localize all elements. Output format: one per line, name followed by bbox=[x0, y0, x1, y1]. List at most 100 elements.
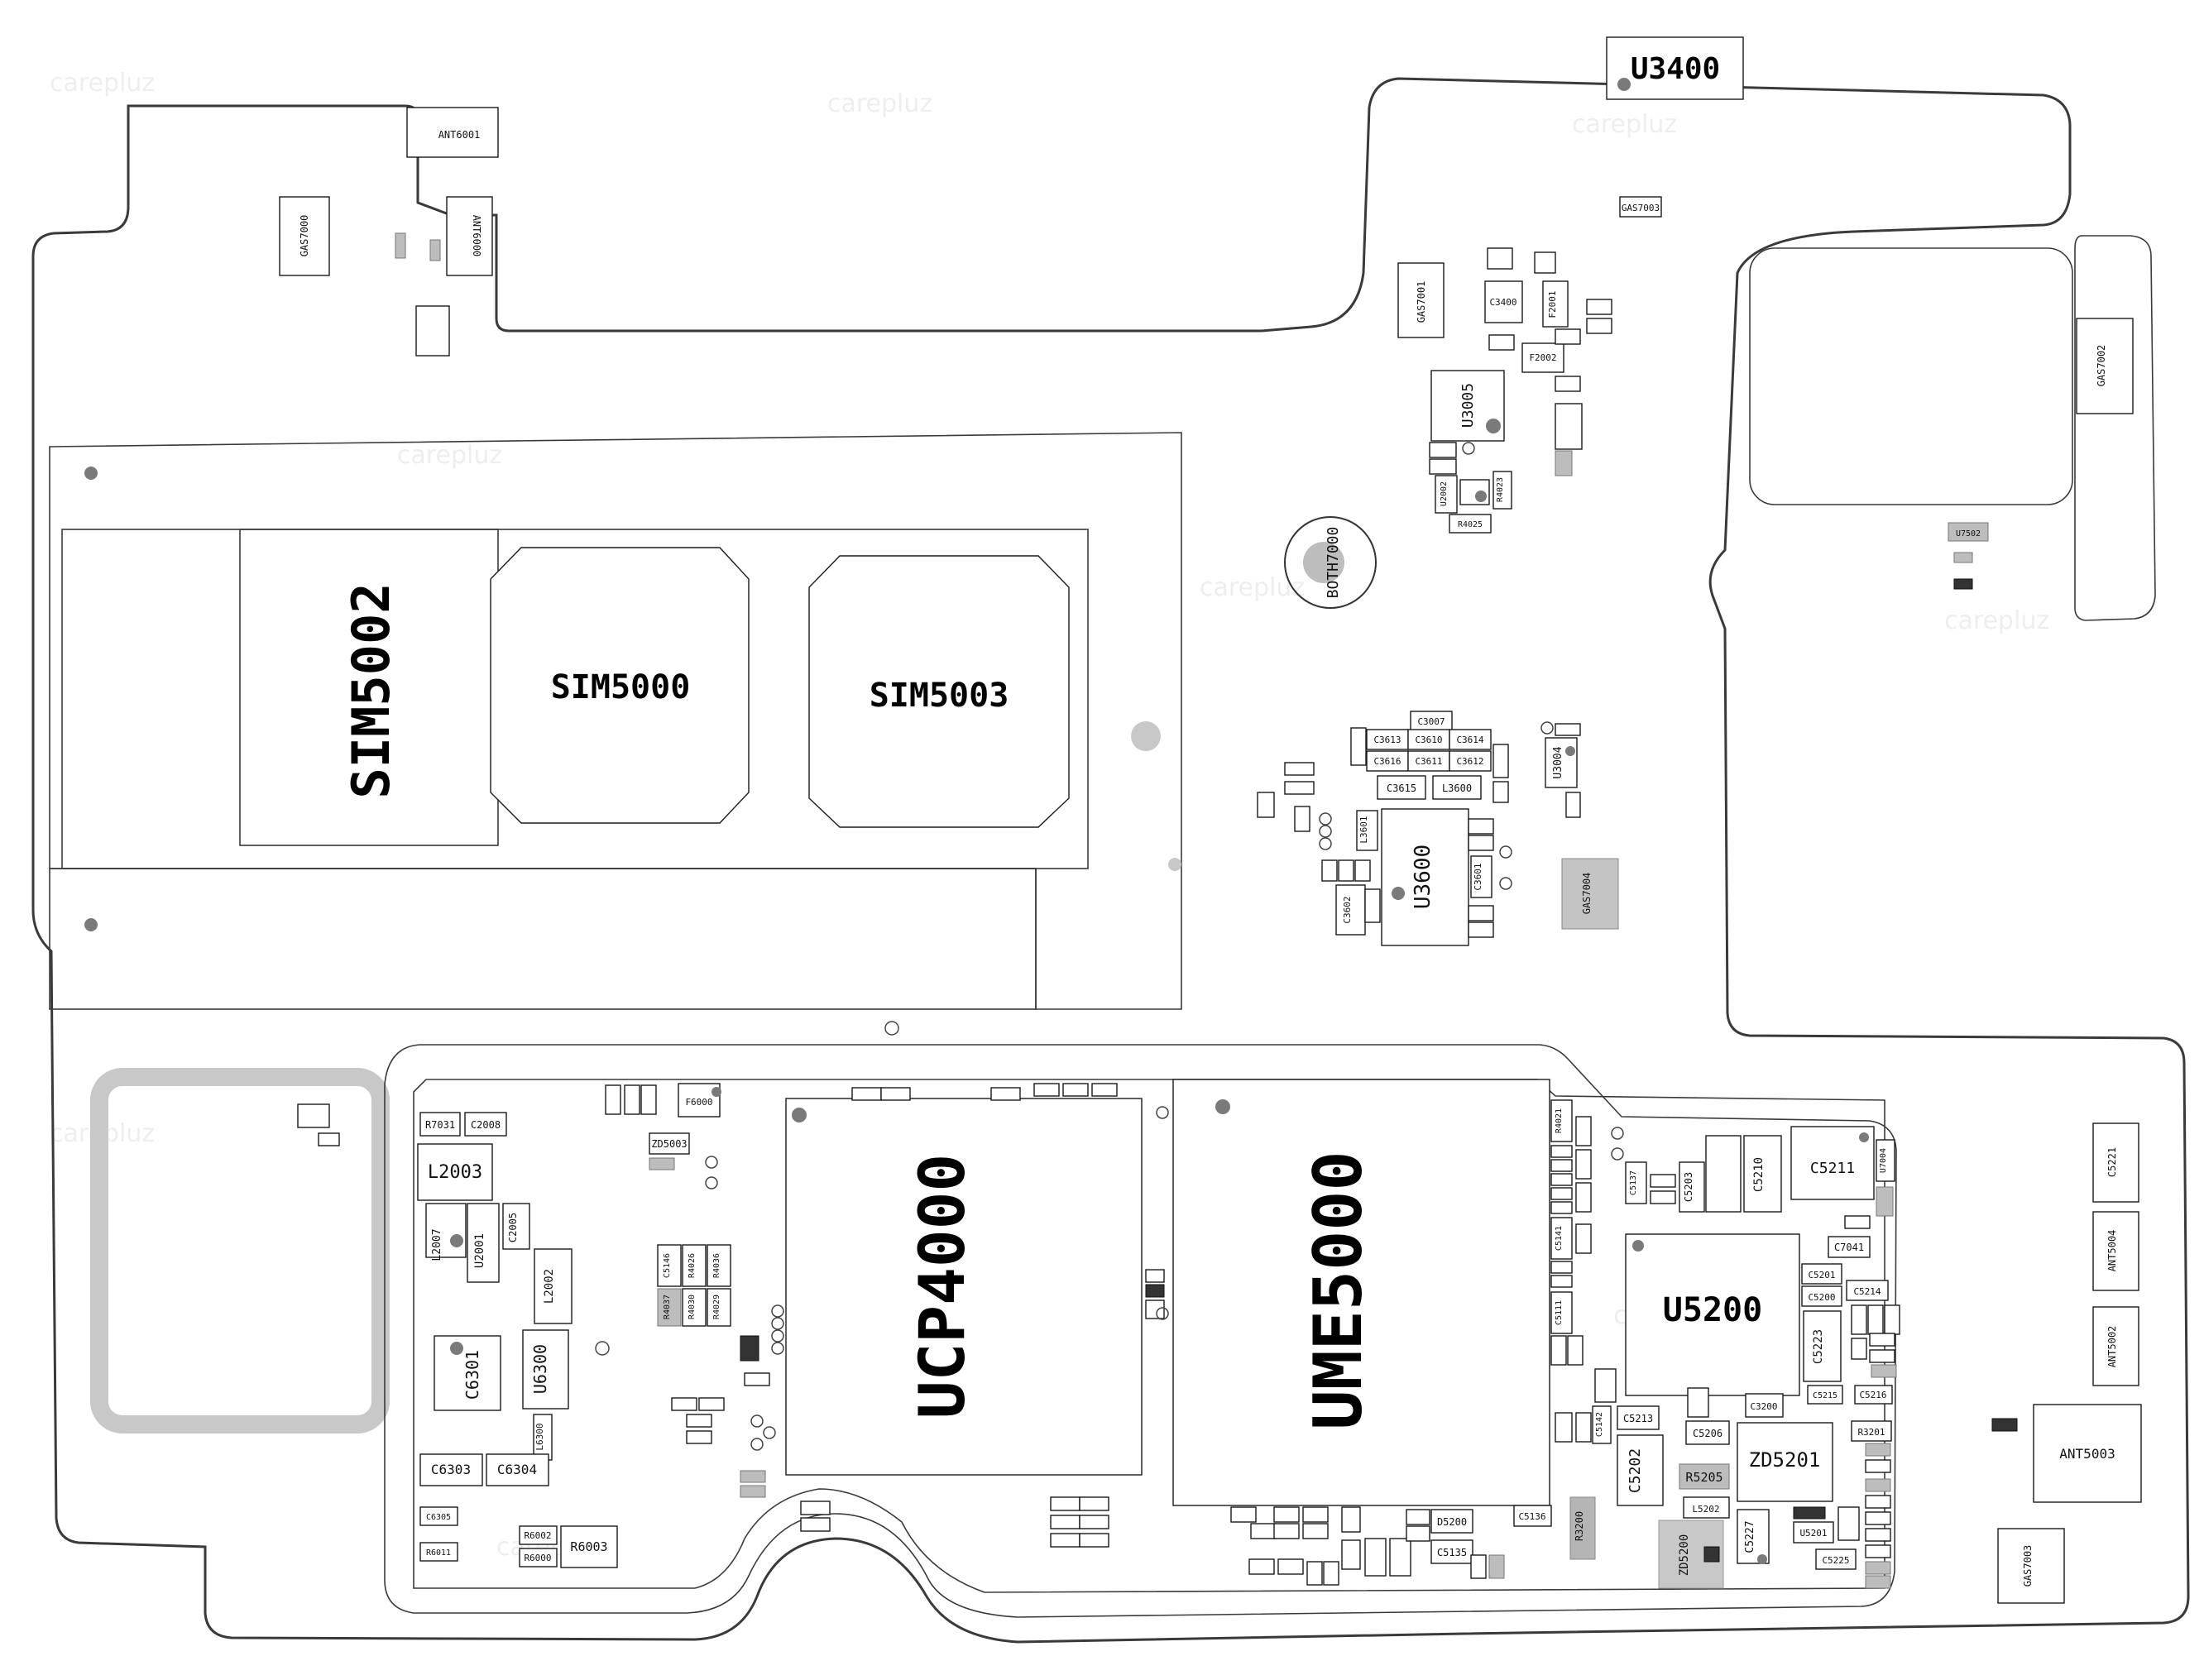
test-point bbox=[1319, 825, 1332, 838]
small-part bbox=[1953, 552, 1973, 563]
c5135-label: D5200 bbox=[1437, 1516, 1467, 1528]
r4037-label: R4036 bbox=[712, 1253, 721, 1278]
small-part bbox=[1091, 1083, 1118, 1097]
small-part bbox=[1991, 1418, 2018, 1432]
main-board-inner bbox=[413, 1079, 1885, 1593]
c2005-component bbox=[467, 1203, 500, 1283]
c3400-component bbox=[1619, 196, 1662, 218]
shield-frame bbox=[90, 1068, 390, 1434]
r6002-component bbox=[419, 1542, 458, 1562]
c7041-component bbox=[1876, 1139, 1895, 1182]
l2002-component bbox=[502, 1203, 530, 1250]
test-point bbox=[1499, 877, 1512, 890]
small-part bbox=[1145, 1299, 1165, 1319]
r6003-component bbox=[519, 1548, 558, 1568]
small-part bbox=[744, 1372, 770, 1386]
small-part bbox=[1321, 859, 1338, 882]
gas7001-component bbox=[1397, 262, 1445, 338]
u7004-label: C5211 bbox=[1810, 1160, 1855, 1177]
gas7004-label: GAS7004 bbox=[1581, 873, 1593, 915]
test-point bbox=[1319, 812, 1332, 826]
c5200-label: C5201 bbox=[1808, 1270, 1835, 1280]
ant6001-label: ANT6001 bbox=[438, 129, 481, 141]
ume5000-chip bbox=[1172, 1079, 1550, 1506]
c5141-component bbox=[1550, 1099, 1573, 1142]
small-part bbox=[1555, 376, 1581, 392]
gas7000-component bbox=[279, 196, 330, 276]
u3004-label: C3602 bbox=[1342, 896, 1353, 923]
small-part bbox=[1865, 1561, 1891, 1575]
r7031-component bbox=[1948, 522, 1989, 542]
test-point bbox=[705, 1176, 718, 1189]
c6305-component bbox=[486, 1453, 549, 1486]
c5215-component bbox=[1803, 1310, 1842, 1382]
small-part bbox=[1575, 1182, 1592, 1213]
gas7004-component bbox=[1561, 858, 1619, 930]
small-part bbox=[1884, 1304, 1900, 1335]
l5202-component bbox=[1737, 1422, 1833, 1502]
c5137-label: C5111 bbox=[1555, 1300, 1564, 1325]
small-part bbox=[740, 1470, 766, 1483]
sim5000-socket bbox=[490, 547, 750, 824]
c3007-label: R4023 bbox=[1496, 477, 1505, 502]
c6303-label: L6300 bbox=[534, 1423, 545, 1450]
small-part bbox=[1705, 1135, 1742, 1213]
small-part bbox=[1062, 1083, 1089, 1097]
l3600-label: C3615 bbox=[1387, 783, 1416, 794]
small-part bbox=[1844, 1215, 1871, 1229]
c6305-label: C6304 bbox=[497, 1462, 537, 1477]
f6000-component bbox=[560, 1525, 618, 1568]
pin1-marker bbox=[1617, 78, 1631, 91]
c3601-component bbox=[1356, 810, 1378, 851]
small-part bbox=[1867, 1304, 1884, 1335]
r6011-component bbox=[419, 1506, 458, 1526]
c3614-label: C3610 bbox=[1415, 735, 1442, 745]
test-point bbox=[750, 1414, 764, 1428]
small-part bbox=[1869, 1349, 1895, 1363]
c5111-component bbox=[1550, 1217, 1573, 1260]
c3400-label: GAS7003 bbox=[1622, 203, 1660, 213]
r6002-label: R6011 bbox=[426, 1548, 451, 1558]
small-part bbox=[1354, 859, 1371, 882]
r5205-component bbox=[1617, 1434, 1664, 1506]
ume5000-label: UME5000 bbox=[1300, 1151, 1377, 1429]
small-part bbox=[1550, 1187, 1573, 1200]
c7041-label: U7004 bbox=[1879, 1148, 1888, 1173]
r4029-label: R4030 bbox=[688, 1295, 697, 1319]
c5142-component bbox=[1513, 1505, 1552, 1527]
small-part bbox=[1865, 1528, 1891, 1542]
small-part bbox=[1033, 1083, 1060, 1097]
test-point bbox=[1156, 1307, 1169, 1320]
c5206-component bbox=[1617, 1405, 1660, 1430]
c5215-label: C5223 bbox=[1812, 1329, 1825, 1364]
small-part bbox=[318, 1132, 340, 1146]
small-part bbox=[1488, 334, 1515, 351]
ant5002-label: ANT5004 bbox=[2106, 1230, 2118, 1272]
small-part bbox=[1550, 1159, 1573, 1172]
small-part bbox=[1865, 1511, 1891, 1525]
gas7001-label: GAS7001 bbox=[1416, 281, 1427, 323]
small-part bbox=[1250, 1523, 1277, 1539]
c3602-label: C3601 bbox=[1473, 863, 1483, 890]
small-part bbox=[686, 1414, 712, 1428]
small-part bbox=[1341, 1539, 1361, 1570]
small-part bbox=[1567, 1335, 1584, 1366]
both7000-center bbox=[1303, 542, 1344, 583]
small-part bbox=[671, 1397, 697, 1411]
c5221-component bbox=[1592, 1405, 1612, 1444]
f2001-label: C3400 bbox=[1489, 297, 1516, 308]
sim5003-socket bbox=[808, 555, 1070, 828]
c3612-component bbox=[1407, 750, 1450, 772]
l2002-label: C2005 bbox=[507, 1213, 519, 1242]
small-part bbox=[1953, 578, 1973, 590]
l3601-component bbox=[1432, 775, 1482, 800]
c5142-label: C5136 bbox=[1518, 1511, 1545, 1522]
camera-cutout-outline bbox=[1749, 247, 2073, 505]
ant5003-component bbox=[2092, 1306, 2139, 1386]
c3200-component bbox=[1851, 1420, 1892, 1442]
r3201-label: C5216 bbox=[1859, 1390, 1886, 1400]
pin1-marker bbox=[1486, 419, 1501, 433]
small-part bbox=[1851, 1338, 1867, 1360]
c3612-label: C3611 bbox=[1415, 756, 1442, 767]
small-part bbox=[1230, 1506, 1257, 1523]
